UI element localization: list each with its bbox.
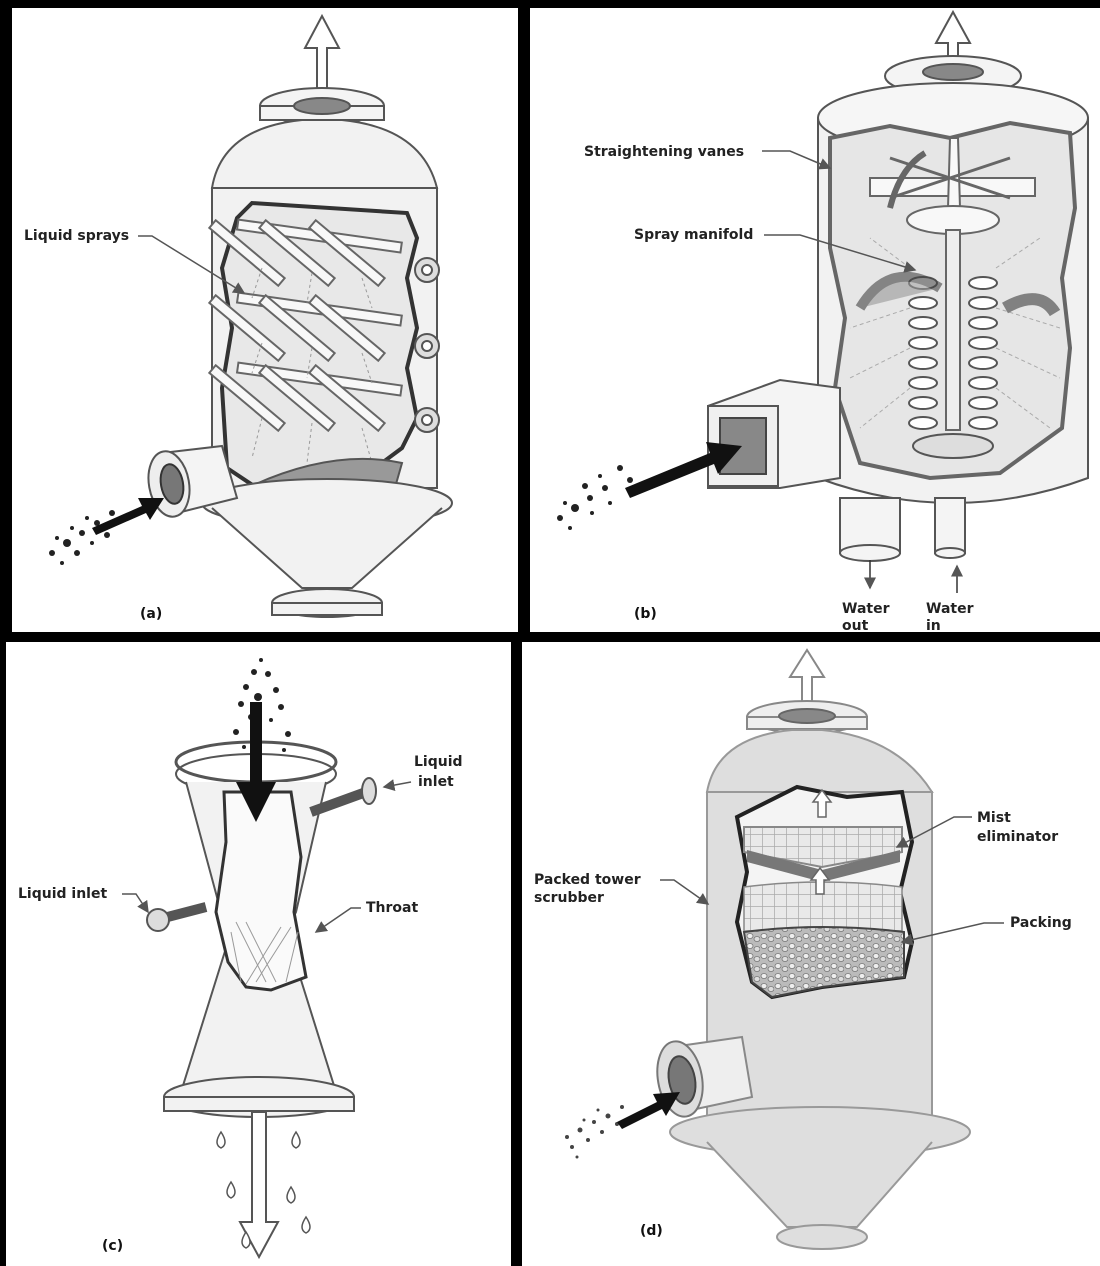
base-plate: [913, 434, 993, 458]
vessel-dome: [707, 730, 932, 792]
label-water-in-1: Water: [926, 601, 974, 617]
panel-d-packed-tower: Mist eliminator Packed tower scrubber Pa…: [522, 642, 1100, 1266]
panel-b-cyclonic-scrubber: Straightening vanes Spray manifold Water…: [530, 8, 1100, 632]
central-pipe: [946, 230, 960, 430]
label-liquid-inlet-right-1: Liquid: [414, 754, 463, 770]
label-throat: Throat: [366, 900, 418, 916]
caption-a: (a): [140, 606, 162, 622]
liquid-inlet-right-flange: [362, 778, 376, 804]
vessel-dome: [212, 120, 437, 188]
venturi-scrubber-illustration: Liquid inlet Liquid inlet Throat (c): [6, 642, 511, 1266]
particle-dots: [49, 510, 115, 565]
caption-c: (c): [102, 1238, 123, 1254]
caption-d: (d): [640, 1223, 663, 1239]
bottom-cone: [707, 1142, 932, 1227]
panel-a-spray-tower: Liquid sprays (a): [12, 8, 518, 632]
label-liquid-sprays: Liquid sprays: [24, 228, 129, 244]
leader-liquid-inlet-left: [122, 894, 148, 912]
leader-liquid-inlet-right: [384, 782, 411, 787]
particle-dots: [565, 1105, 624, 1159]
label-water-out-1: Water: [842, 601, 890, 617]
label-water-in-2: in: [926, 618, 941, 632]
bottom-cone: [212, 508, 442, 588]
label-liquid-inlet-right-2: inlet: [418, 774, 454, 790]
gas-outlet-arrow: [790, 650, 824, 702]
spray-tower-illustration: Liquid sprays (a): [12, 8, 518, 632]
bottom-flange: [777, 1225, 867, 1249]
label-mist-eliminator-1: Mist: [977, 810, 1011, 826]
label-packed-tower-2: scrubber: [534, 890, 604, 906]
particle-dots: [557, 465, 633, 530]
gas-inlet-arrow: [92, 498, 164, 535]
water-in-pipe: [935, 498, 965, 553]
packed-tower-illustration: Mist eliminator Packed tower scrubber Pa…: [522, 642, 1100, 1266]
label-packed-tower-1: Packed tower: [534, 872, 641, 888]
label-packing: Packing: [1010, 915, 1072, 931]
label-water-out-2: out: [842, 618, 869, 632]
label-mist-eliminator-2: eliminator: [977, 829, 1058, 845]
leader-packed-tower: [660, 880, 708, 904]
label-straightening-vanes: Straightening vanes: [584, 144, 744, 160]
cyclonic-scrubber-illustration: Straightening vanes Spray manifold Water…: [530, 8, 1100, 632]
label-liquid-inlet-left: Liquid inlet: [18, 886, 107, 902]
liquid-inlet-left-flange: [147, 909, 169, 931]
panel-c-venturi-scrubber: Liquid inlet Liquid inlet Throat (c): [6, 642, 511, 1266]
caption-b: (b): [634, 606, 657, 622]
label-spray-manifold: Spray manifold: [634, 227, 753, 243]
leader-throat: [316, 908, 361, 932]
